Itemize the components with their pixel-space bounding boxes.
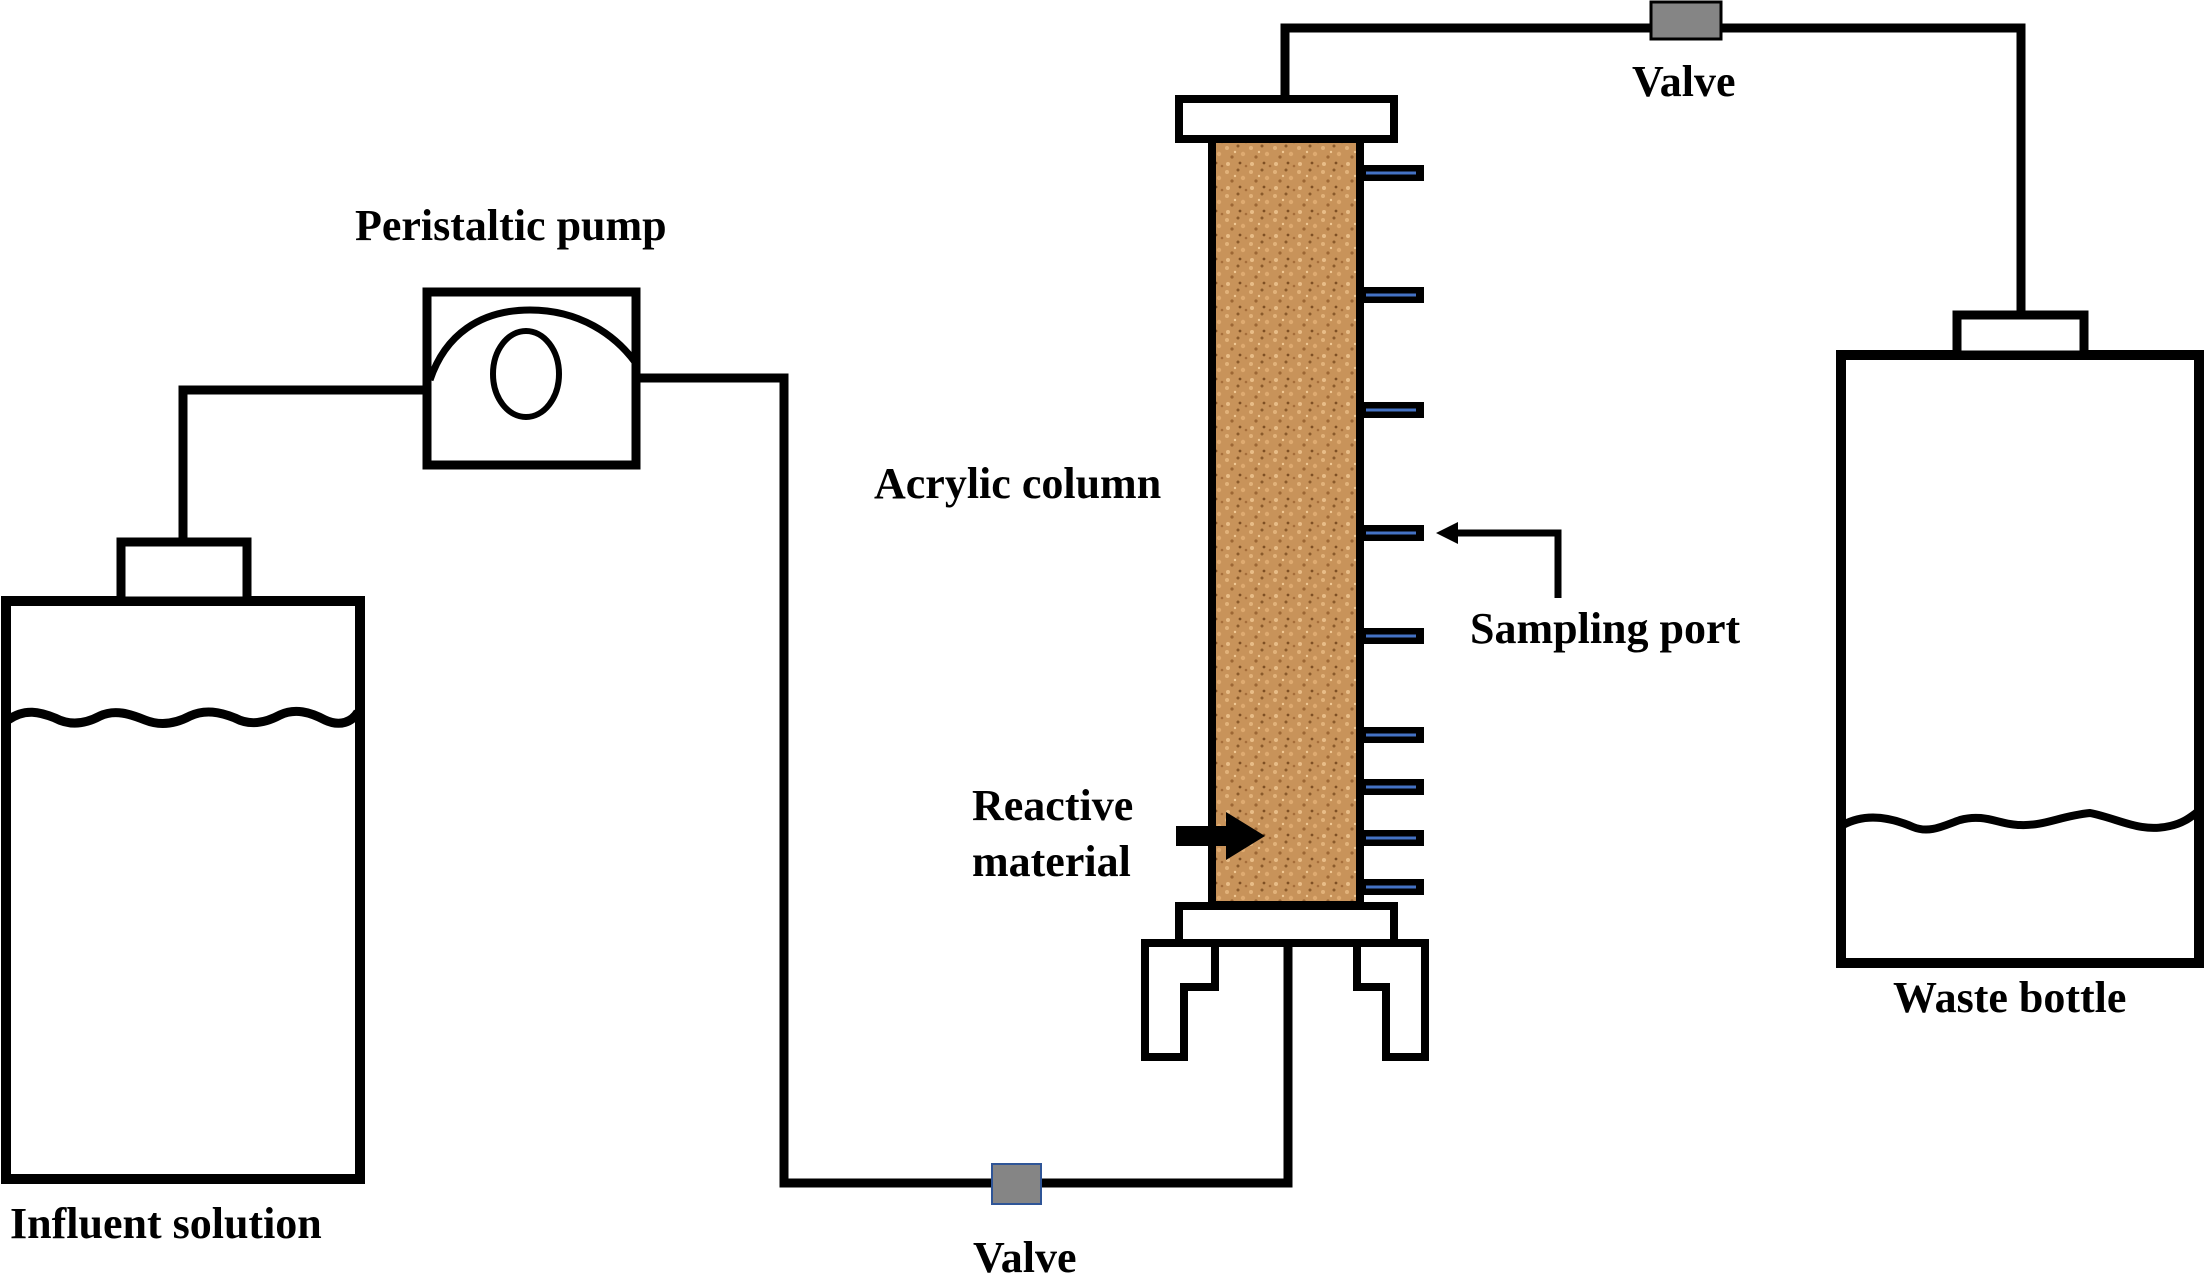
sampling-port xyxy=(1360,165,1424,181)
sampling-port xyxy=(1360,779,1424,795)
label-peristaltic-pump: Peristaltic pump xyxy=(355,201,667,250)
sampling-port xyxy=(1360,727,1424,743)
influent-bottle-cap xyxy=(116,537,252,606)
pump-rotor xyxy=(490,328,562,420)
waste-bottle-body xyxy=(1836,350,2204,968)
sampling-port xyxy=(1360,830,1424,846)
label-influent-solution: Influent solution xyxy=(10,1199,322,1248)
valve-bottom-body xyxy=(991,1163,1042,1205)
label-valve-bottom: Valve xyxy=(973,1233,1077,1277)
influent-liquid-surface xyxy=(5,706,362,728)
valve-top-body xyxy=(1649,0,1723,41)
reactive-material-fill xyxy=(1208,135,1364,909)
waste-bottle-cap xyxy=(1952,310,2089,360)
sampling-ports xyxy=(1360,165,1424,895)
valve-bottom xyxy=(991,1163,1042,1205)
influent-bottle xyxy=(1,537,365,1184)
column-top-cap xyxy=(1175,95,1398,143)
acrylic-column xyxy=(1141,95,1429,1061)
label-acrylic-column: Acrylic column xyxy=(874,459,1161,508)
influent-bottle-body xyxy=(1,596,365,1184)
column-base-plate xyxy=(1175,902,1398,947)
waste-liquid-surface xyxy=(1841,807,2202,834)
reactive-material-arrow xyxy=(1176,812,1265,860)
label-sampling-port: Sampling port xyxy=(1470,604,1741,653)
sampling-port xyxy=(1360,402,1424,418)
label-valve-top: Valve xyxy=(1632,57,1736,106)
column-stand-right-foot xyxy=(1353,939,1429,1061)
tube-pump-to-column xyxy=(636,373,1293,1188)
sampling-port xyxy=(1360,525,1424,541)
sampling-port xyxy=(1360,628,1424,644)
tube-influent-to-pump xyxy=(178,385,427,542)
column-stand-left-foot xyxy=(1141,939,1219,1061)
label-reactive-material-line1: Reactive xyxy=(972,781,1133,830)
valve-top xyxy=(1649,0,1723,41)
waste-bottle xyxy=(1836,310,2204,968)
sampling-port xyxy=(1360,879,1424,895)
label-reactive-material-line2: material xyxy=(972,837,1131,886)
sampling-port xyxy=(1360,287,1424,303)
peristaltic-pump xyxy=(422,287,641,470)
label-waste-bottle: Waste bottle xyxy=(1893,973,2126,1022)
sampling-port-arrow xyxy=(1436,522,1562,598)
pump-tube-arc xyxy=(426,306,638,382)
